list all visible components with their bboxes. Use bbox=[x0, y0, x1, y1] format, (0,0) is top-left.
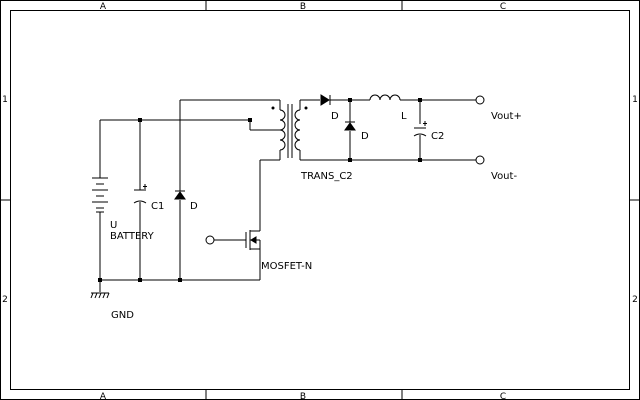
freewheel-diode bbox=[344, 121, 356, 131]
capacitor-c1 bbox=[133, 184, 147, 204]
vout-minus-terminal bbox=[475, 155, 485, 165]
zone-label-top-b: B bbox=[300, 2, 306, 12]
wires bbox=[99, 99, 480, 292]
forward-diode-label: D bbox=[331, 111, 339, 122]
zone-label-top-a: A bbox=[100, 2, 107, 12]
vout-plus-label: Vout+ bbox=[491, 111, 522, 122]
ground-symbol bbox=[90, 292, 110, 299]
gnd-label: GND bbox=[111, 310, 134, 321]
freewheel-diode-label: D bbox=[361, 131, 369, 142]
inductor-symbol bbox=[369, 94, 401, 101]
battery-symbol bbox=[92, 177, 108, 213]
mosfet-label: MOSFET-N bbox=[261, 261, 312, 272]
inductor-label: L bbox=[401, 111, 407, 122]
c2-label: C2 bbox=[431, 131, 444, 142]
battery-ref-label: U bbox=[110, 220, 117, 231]
capacitor-c2 bbox=[413, 121, 427, 137]
vout-minus-label: Vout- bbox=[491, 171, 517, 182]
vout-plus-terminal bbox=[475, 95, 485, 105]
zone-label-right-1: 1 bbox=[632, 95, 638, 105]
gate-terminal bbox=[205, 235, 215, 245]
zone-label-left-2: 2 bbox=[2, 295, 8, 305]
forward-diode bbox=[320, 94, 331, 106]
zone-label-right-2: 2 bbox=[632, 295, 638, 305]
zone-label-bottom-a: A bbox=[100, 392, 107, 400]
transformer-label: TRANS_C2 bbox=[300, 171, 353, 182]
transformer-symbol bbox=[271, 104, 308, 158]
zone-label-top-c: C bbox=[500, 2, 506, 12]
mosfet-symbol bbox=[205, 230, 261, 250]
zone-label-bottom-c: C bbox=[500, 392, 506, 400]
c1-label: C1 bbox=[151, 201, 164, 212]
clamp-diode-label: D bbox=[190, 201, 198, 212]
battery-value-label: BATTERY bbox=[110, 231, 155, 242]
clamp-diode bbox=[174, 190, 186, 200]
zone-label-left-1: 1 bbox=[2, 95, 8, 105]
junction-dots bbox=[98, 98, 422, 282]
zone-label-bottom-b: B bbox=[300, 392, 306, 400]
